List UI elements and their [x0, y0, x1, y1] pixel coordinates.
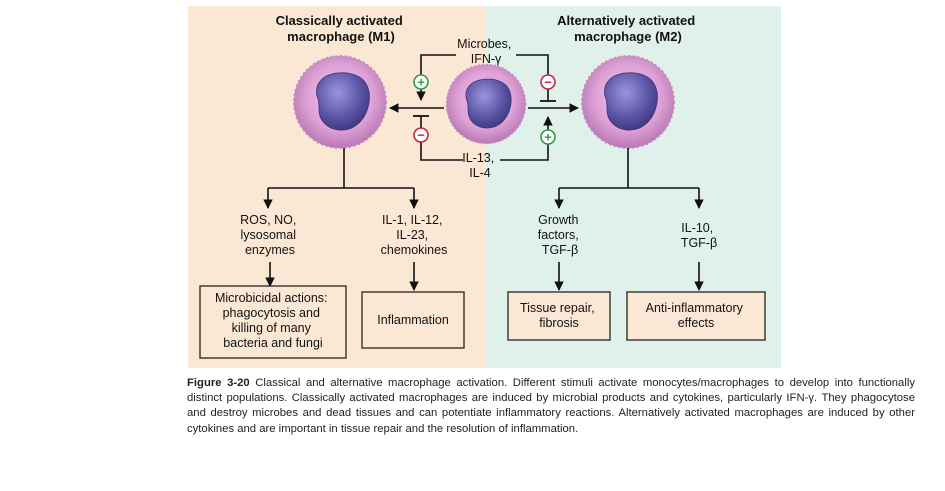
m2-branch-lines: [559, 148, 699, 189]
svg-text:−: −: [544, 75, 552, 90]
svg-text:Tissue repair, fibrosis: Tissue repair, fibrosis: [520, 301, 598, 330]
plus-marker-m1: +: [413, 74, 429, 90]
figure-label: Figure 3-20: [187, 377, 250, 389]
m1-macrophage-cell: [293, 55, 387, 149]
figure-caption-text: Classical and alternative macrophage act…: [187, 377, 915, 435]
box-tissue-repair: Tissue repair, fibrosis: [507, 291, 611, 341]
svg-text:−: −: [417, 128, 425, 143]
box-anti-inflammatory: Anti-inflammatory effects: [626, 291, 766, 341]
m2-growth-label: Growth factors, TGF-β: [538, 213, 582, 257]
svg-text:Inflammation: Inflammation: [377, 313, 449, 327]
box-inflammation: Inflammation: [361, 291, 465, 349]
figure-caption: Figure 3-20 Classical and alternative ma…: [187, 376, 915, 437]
m1-ros-label: ROS, NO, lysosomal enzymes: [240, 213, 300, 257]
stimulus-il13-label: IL-13, IL-4: [462, 151, 497, 180]
minus-marker-m1: −: [413, 127, 429, 143]
m1-title: Classically activated macrophage (M1): [276, 13, 407, 44]
box-microbicidal: Microbicidal actions: phagocytosis and k…: [199, 285, 347, 359]
m2-macrophage-cell: [581, 55, 675, 149]
svg-text:+: +: [544, 130, 552, 145]
svg-text:Anti-inflammatory effect: Anti-inflammatory effects: [646, 301, 747, 330]
m2-il10-label: IL-10, TGF-β: [681, 221, 717, 250]
minus-marker-m2: −: [540, 74, 556, 90]
m2-title: Alternatively activated macrophage (M2): [557, 13, 699, 44]
m1-il1-label: IL-1, IL-12, IL-23, chemokines: [381, 213, 448, 257]
svg-text:Microbicidal actions: ph: Microbicidal actions: phagocytosis and k…: [215, 291, 331, 350]
stimulus-microbes-label: Microbes, IFN-γ: [457, 37, 515, 66]
svg-text:+: +: [417, 75, 425, 90]
m1-branch-lines: [268, 148, 414, 189]
plus-marker-m2: +: [540, 129, 556, 145]
monocyte-cell: [445, 63, 527, 145]
